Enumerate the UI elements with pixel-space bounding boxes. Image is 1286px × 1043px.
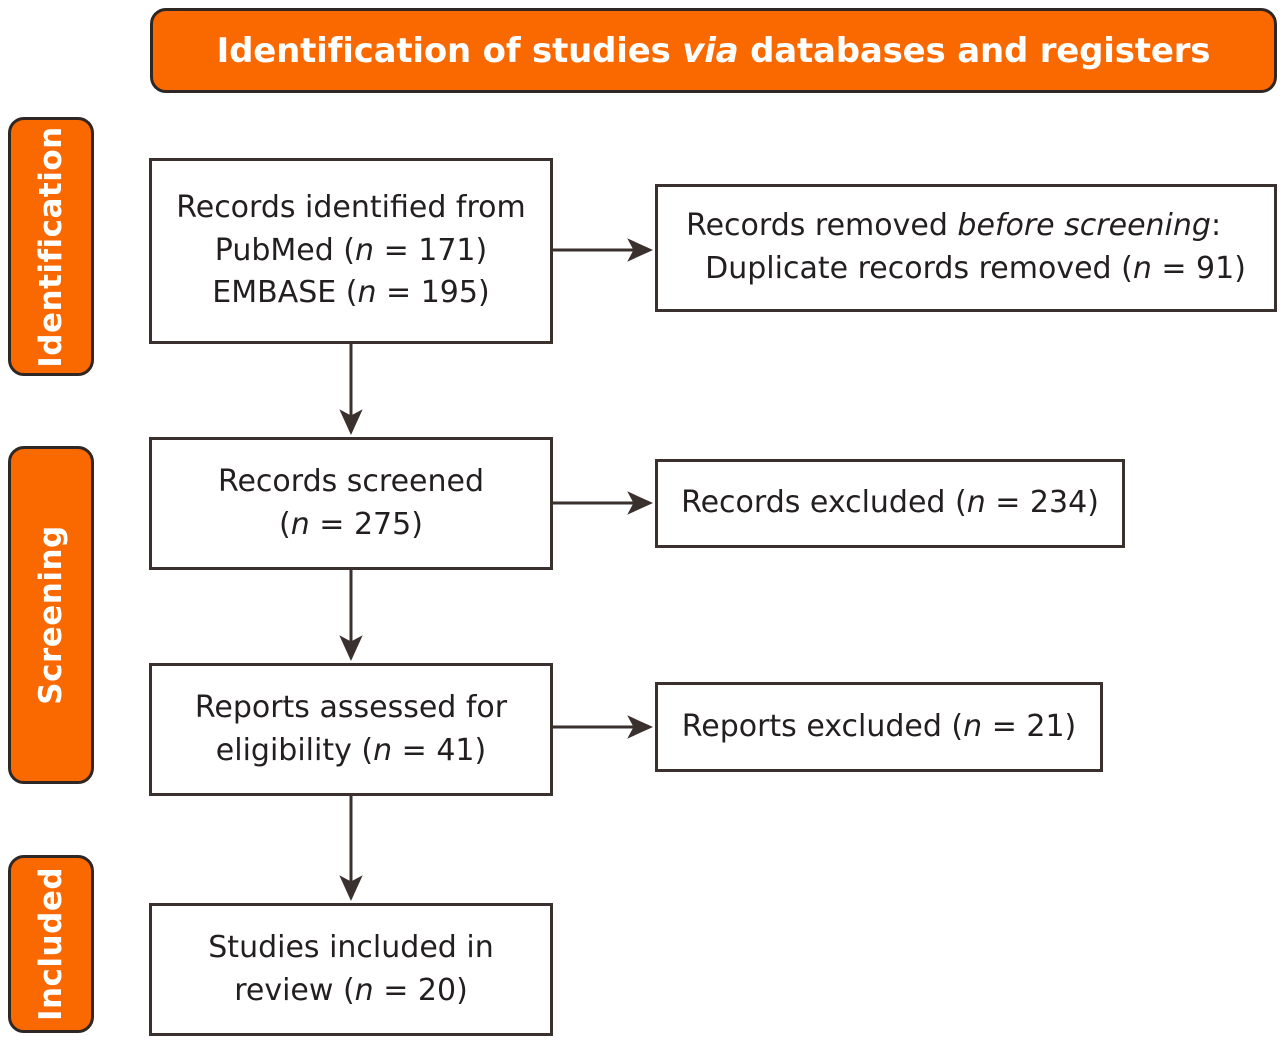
- stage-label-included: Included: [8, 855, 94, 1033]
- stage-label-included-text: Included: [33, 866, 69, 1022]
- box-records-removed-before-screening: Records removed before screening: Duplic…: [655, 184, 1277, 312]
- stage-label-identification: Identification: [8, 117, 94, 376]
- diagram-header-title: Identification of studies via databases …: [216, 30, 1211, 71]
- box-records-removed-text: Records removed before screening: Duplic…: [686, 208, 1246, 286]
- box-records-screened: Records screened(n = 275): [149, 437, 553, 570]
- box-records-screened-text: Records screened(n = 275): [217, 463, 485, 542]
- stage-label-screening-text: Screening: [33, 525, 69, 705]
- box-reports-excluded-text: Reports excluded (n = 21): [681, 708, 1077, 744]
- stage-label-screening: Screening: [8, 446, 94, 784]
- box-reports-excluded: Reports excluded (n = 21): [655, 682, 1103, 772]
- box-records-excluded-text: Records excluded (n = 234): [681, 485, 1099, 521]
- box-records-excluded: Records excluded (n = 234): [655, 459, 1125, 548]
- stage-label-identification-text: Identification: [33, 125, 69, 368]
- diagram-header-banner: Identification of studies via databases …: [150, 8, 1277, 93]
